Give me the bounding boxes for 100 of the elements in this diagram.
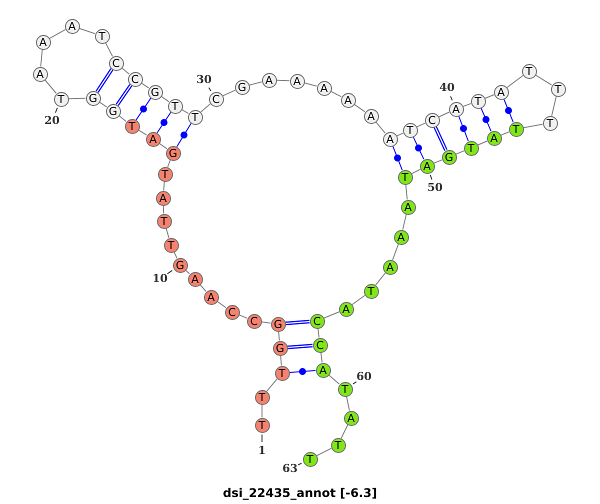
nucleotide-circle: G (86, 90, 100, 106)
nucleotide-circle: A (156, 190, 170, 206)
nucleotide-circle: G (270, 316, 286, 332)
base-pair-line (176, 122, 192, 148)
backbone-line (118, 115, 127, 122)
backbone-line (280, 354, 282, 366)
nucleotide-circle: A (262, 72, 276, 88)
nucleotide-circle: T (508, 122, 524, 136)
nucleotide-circle: G (272, 340, 288, 356)
nucleotide-circle: G (148, 84, 162, 100)
nucleotide-circle: A (32, 66, 48, 82)
backbone-line (158, 142, 168, 150)
base-pair-line (288, 370, 316, 373)
backbone-line (162, 205, 164, 214)
nucleotide-circle: A (338, 302, 354, 316)
nucleotide-circle: A (316, 362, 330, 378)
nucleotide-circle: A (64, 18, 80, 34)
nucleotide-circle: C (424, 112, 440, 128)
nucleotide-circle: G (442, 150, 456, 164)
backbone-line (163, 180, 165, 192)
nucleotide-circle: T (188, 110, 202, 124)
base-pair-line (458, 116, 469, 142)
nucleotide-circle: T (542, 116, 558, 130)
nucleotide-circle: T (464, 140, 478, 156)
backbone-line (78, 28, 96, 34)
nucleotide-circle: C (312, 338, 328, 352)
backbone-line (138, 129, 148, 136)
backbone-line (484, 94, 495, 99)
nucleotide-circle: T (550, 82, 566, 96)
backbone-line (68, 98, 86, 100)
backbone-line (49, 29, 66, 39)
nucleotide-circle: T (302, 452, 318, 466)
nucleotide-circle: C (246, 314, 262, 328)
backbone-line (405, 184, 408, 200)
backbone-line (396, 132, 404, 136)
nucleotide-circle: T (522, 64, 536, 78)
nucleotide-circle: C (310, 314, 324, 328)
backbone-line (416, 122, 426, 128)
backbone-line (506, 75, 524, 88)
backbone-line (477, 140, 488, 146)
backbone-line (323, 311, 340, 319)
base-pair-line (412, 136, 424, 160)
nucleotide-circle: A (382, 260, 398, 274)
backbone-line (216, 300, 226, 308)
nucleotide-circle: T (156, 214, 172, 228)
nucleotide-circle: C (128, 72, 142, 86)
nucleotide-circle: A (364, 108, 378, 124)
backbone-line (522, 124, 544, 128)
backbone-line (354, 104, 366, 112)
backbone-line (160, 96, 170, 102)
nucleotide-circle: T (124, 118, 140, 134)
backbone-line (340, 424, 348, 439)
backbone-line (304, 82, 318, 87)
backbone-line (411, 168, 421, 174)
nucleotide-circle: G (106, 104, 120, 118)
base-pair-line (285, 320, 310, 326)
backbone-line (166, 228, 170, 238)
nucleotide-circle: T (274, 366, 290, 380)
nucleotide-circle: A (290, 74, 304, 88)
base-pair-line (434, 126, 448, 151)
backbone-line (181, 109, 189, 114)
nucleotide-circle: C (224, 304, 240, 320)
nucleotide-circle: A (394, 230, 408, 244)
nucleotide-circle: A (316, 80, 332, 96)
backbone-line (320, 352, 323, 364)
base-pair-line (116, 84, 132, 106)
backbone-line (278, 330, 280, 342)
nucleotide-circle: T (54, 92, 68, 106)
nucleotide-circle: G (172, 258, 188, 272)
position-number: 50 (427, 182, 443, 194)
nucleotide-circle: A (204, 290, 218, 304)
backbone-line (392, 244, 399, 260)
backbone-line (551, 96, 557, 116)
backbone-line (248, 81, 262, 86)
nucleotide-circle: C (208, 92, 224, 106)
base-pair-line (136, 98, 152, 120)
backbone-line (40, 48, 43, 68)
backbone-line (266, 378, 278, 392)
position-number: 10 (152, 273, 168, 285)
nucleotide-circle: T (398, 170, 412, 184)
backbone-line (276, 80, 290, 82)
backbone-line (200, 103, 211, 113)
nucleotide-circle: A (448, 102, 464, 116)
position-number: 30 (196, 74, 212, 86)
nucleotide-circle: G (166, 146, 180, 160)
nucleotide-circle: T (470, 94, 486, 108)
backbone-line (330, 90, 342, 98)
nucleotide-circle: T (94, 28, 110, 44)
backbone-line (534, 74, 552, 86)
backbone-line (44, 79, 57, 94)
backbone-line (104, 42, 114, 57)
base-pair-line (156, 112, 172, 134)
backbone-line (199, 284, 207, 292)
nucleotide-circle: A (340, 92, 356, 108)
nucleotide-circle: T (364, 284, 378, 298)
nucleotide-circle: T (168, 98, 182, 114)
nucleotide-circle: T (330, 438, 346, 452)
position-number: 63 (282, 463, 298, 475)
nucleotide-circle: A (494, 84, 508, 100)
backbone-line (346, 396, 350, 412)
